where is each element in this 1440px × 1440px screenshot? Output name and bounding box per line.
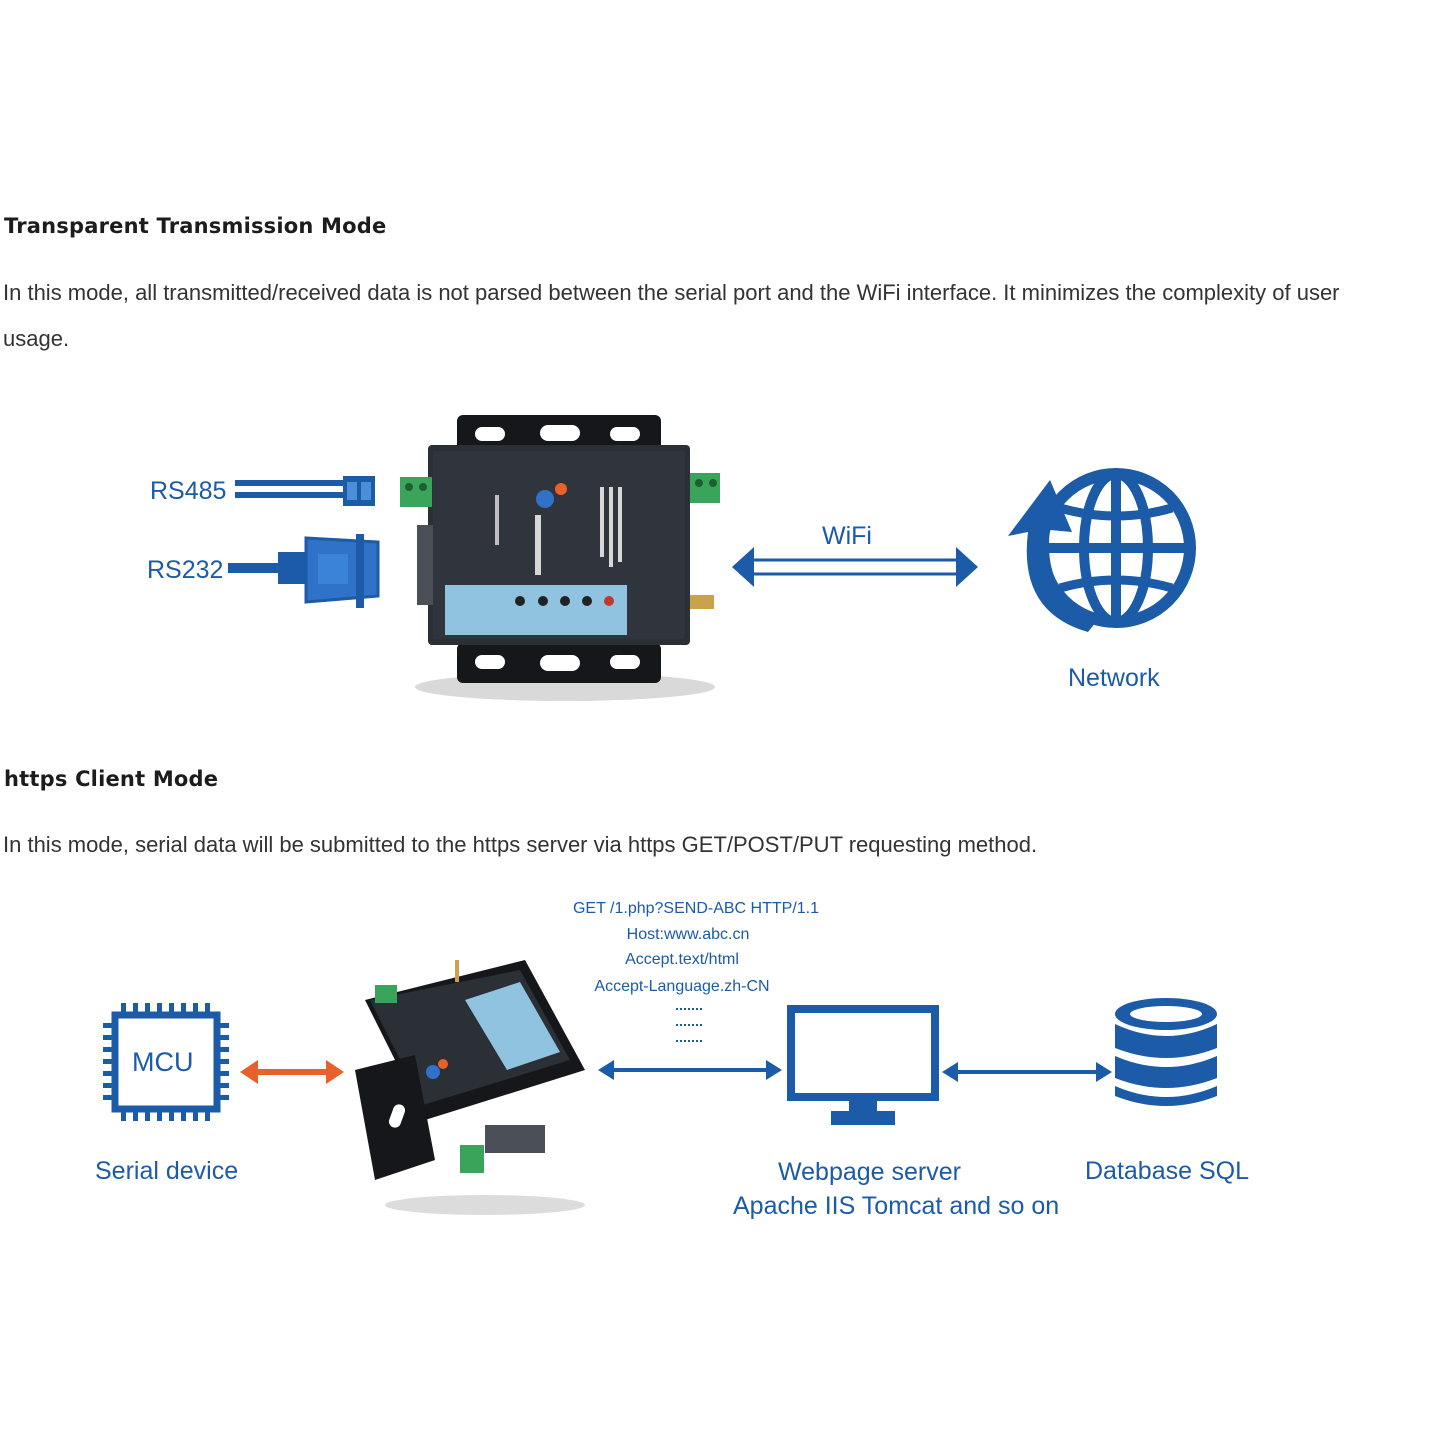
http-request-line-3: Accept.text/html (625, 951, 739, 968)
database-icon (1115, 998, 1217, 1106)
device-to-server-arrow (598, 1060, 782, 1080)
webpage-server-subtitle: Apache IIS Tomcat and so on (733, 1192, 1060, 1220)
network-label: Network (1068, 664, 1160, 692)
rs485-label: RS485 (150, 477, 227, 505)
section-title-https-client-mode: https Client Mode (4, 767, 219, 791)
rs232-connector-icon (228, 534, 380, 608)
mcu-label: MCU (132, 1047, 194, 1077)
http-request-line-2: Host:www.abc.cn (626, 926, 750, 943)
wifi-label: WiFi (822, 522, 872, 550)
section-text-https-client-mode: In this mode, serial data will be submit… (3, 832, 1038, 857)
webpage-server-monitor-icon (787, 1005, 939, 1125)
section-text-transparent-mode-line1: In this mode, all transmitted/received d… (3, 280, 1340, 305)
database-sql-label: Database SQL (1085, 1157, 1249, 1185)
webpage-server-label: Webpage server (778, 1158, 961, 1186)
wifi-bidirectional-arrow (732, 547, 978, 587)
section-text-transparent-mode-line2: usage. (3, 326, 70, 351)
usr-w610-device-front (400, 415, 720, 701)
mcu-chip-icon (103, 1003, 229, 1121)
usr-w610-device-angled (355, 960, 585, 1215)
http-request-ellipsis (676, 1008, 704, 1042)
server-to-database-arrow (942, 1062, 1112, 1082)
http-request-line-1: GET /1.php?SEND-ABC HTTP/1.1 (572, 900, 819, 917)
rs232-label: RS232 (147, 556, 224, 584)
http-request-line-4: Accept-Language.zh-CN (594, 978, 770, 995)
section-title-transparent-mode: Transparent Transmission Mode (4, 214, 387, 238)
rs485-cable-icon (235, 476, 375, 506)
network-globe-icon (1008, 468, 1196, 632)
serial-device-label: Serial device (95, 1157, 239, 1185)
mcu-to-device-arrow (240, 1060, 344, 1084)
